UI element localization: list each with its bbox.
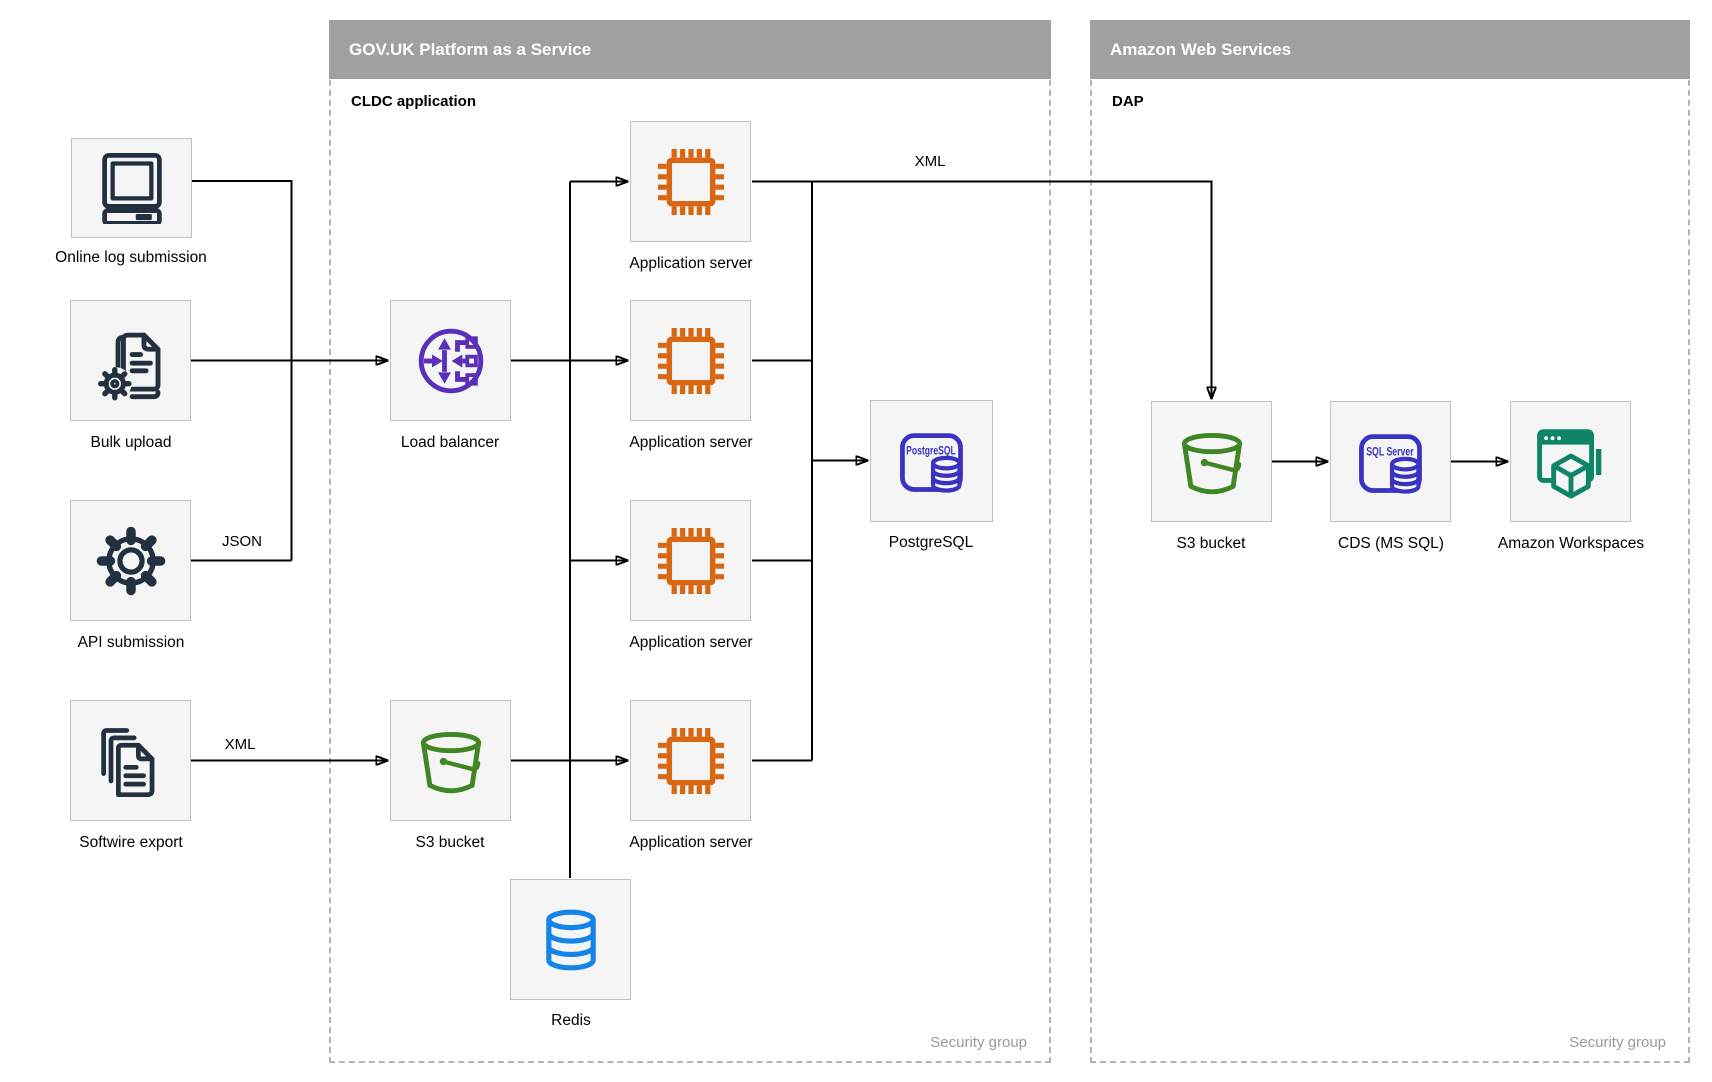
chip-icon: [657, 327, 724, 394]
edge-label-xml-left: XML: [224, 736, 256, 753]
chip-icon: [657, 148, 724, 215]
computer-icon: [101, 153, 162, 224]
s3-bucket-icon: [420, 731, 481, 793]
paas-title: GOV.UK Platform as a Service: [349, 40, 592, 59]
paas-security-group-label: Security group: [930, 1034, 1027, 1051]
node-label-application-server-1: Application server: [629, 255, 753, 272]
paas-sublabel: CLDC application: [351, 93, 477, 110]
edge-label-xml-right: XML: [914, 153, 946, 170]
node-label-load-balancer: Load balancer: [400, 434, 500, 451]
paas-container: GOV.UK Platform as a Service CLDC applic…: [329, 20, 1051, 1063]
node-label-application-server-2: Application server: [629, 434, 753, 451]
documents-stack-icon: [100, 727, 154, 797]
sql-server-icon: SQL Server: [1358, 433, 1422, 494]
node-label-softwire-export: Softwire export: [79, 834, 183, 851]
node-label-bulk-upload: Bulk upload: [90, 434, 172, 451]
s3-bucket-icon: [1181, 432, 1242, 494]
node-label-redis: Redis: [551, 1012, 591, 1029]
node-postgresql: PostgreSQL: [870, 400, 993, 522]
node-load-balancer: [390, 300, 511, 421]
edge-label-json: JSON: [221, 533, 262, 550]
node-label-s3-bucket-paas: S3 bucket: [415, 834, 485, 851]
database-icon: [545, 909, 596, 970]
node-softwire-export: [70, 700, 191, 821]
node-label-postgresql: PostgreSQL: [888, 534, 974, 551]
chip-icon: [657, 727, 724, 794]
node-label-application-server-4: Application server: [629, 834, 753, 851]
node-application-server-4: [630, 700, 751, 821]
postgresql-icon-text: PostgreSQL: [906, 444, 956, 458]
node-s3-bucket-paas: [390, 700, 511, 821]
node-label-application-server-3: Application server: [629, 634, 753, 651]
node-redis: [510, 879, 631, 1000]
aws-header: Amazon Web Services: [1090, 20, 1690, 79]
load-balancer-icon: [418, 328, 483, 393]
document-gear-icon: [97, 332, 160, 401]
node-api-submission: [70, 500, 191, 621]
node-label-api-submission: API submission: [77, 634, 185, 651]
paas-header: GOV.UK Platform as a Service: [329, 20, 1051, 79]
sql-server-icon-text: SQL Server: [1366, 444, 1414, 458]
aws-security-group-label: Security group: [1569, 1034, 1666, 1051]
node-application-server-2: [630, 300, 751, 421]
node-label-online-log: Online log submission: [55, 249, 207, 266]
gear-icon: [96, 526, 165, 595]
node-label-amazon-workspaces: Amazon Workspaces: [1497, 535, 1645, 552]
node-bulk-upload: [70, 300, 191, 421]
node-label-s3-bucket-aws: S3 bucket: [1176, 535, 1246, 552]
node-s3-bucket-aws: [1151, 401, 1272, 522]
aws-sublabel: DAP: [1112, 93, 1144, 110]
edge-online-log-merge: [191, 180, 293, 561]
node-online-log-submission: [71, 138, 192, 238]
node-cds-ms-sql: SQL Server: [1330, 401, 1451, 522]
aws-title: Amazon Web Services: [1110, 40, 1292, 59]
node-label-cds: CDS (MS SQL): [1338, 535, 1444, 552]
chip-icon: [657, 527, 724, 594]
node-application-server-3: [630, 500, 751, 621]
node-application-server-1: [630, 121, 751, 242]
postgresql-icon: PostgreSQL: [899, 433, 963, 493]
workspaces-icon: [1536, 428, 1601, 499]
aws-container: Amazon Web Services DAP Security group: [1090, 20, 1690, 1063]
node-amazon-workspaces: [1510, 401, 1631, 522]
